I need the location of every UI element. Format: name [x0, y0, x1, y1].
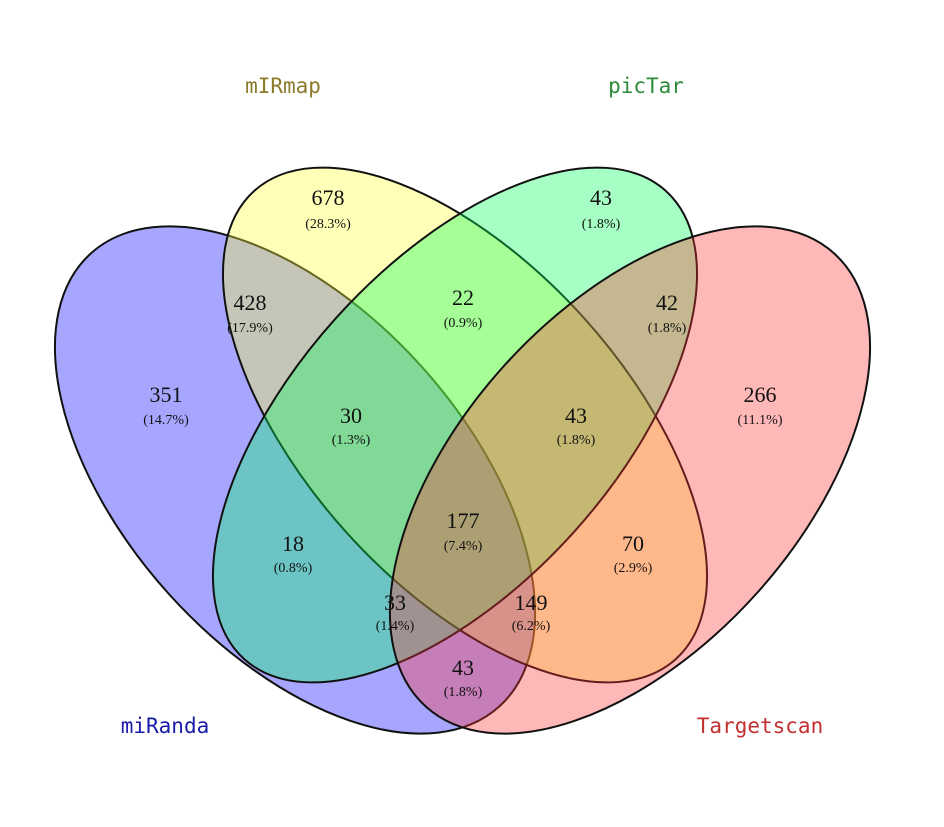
region-mirmap-targetscan: 70 (2.9%): [614, 531, 653, 576]
region-percent: (1.4%): [376, 619, 415, 634]
region-percent: (1.8%): [557, 433, 596, 448]
region-miranda-pictar-targetscan: 33 (1.4%): [376, 590, 415, 634]
region-percent: (17.9%): [227, 321, 273, 336]
region-percent: (28.3%): [305, 217, 351, 232]
region-percent: (0.8%): [274, 561, 313, 576]
ellipse-targetscan: [388, 225, 872, 735]
set-label-pictar: picTar: [608, 74, 684, 98]
region-percent: (1.8%): [582, 217, 621, 232]
region-count: 42: [656, 290, 678, 315]
region-percent: (2.9%): [614, 561, 653, 576]
region-percent: (1.8%): [648, 321, 687, 336]
region-percent: (1.3%): [332, 433, 371, 448]
region-targetscan-only: 266 (11.1%): [738, 382, 783, 428]
region-mirmap-pictar: 22 (0.9%): [444, 285, 483, 331]
region-count: 22: [452, 285, 474, 310]
region-percent: (0.9%): [444, 316, 483, 331]
region-count: 18: [282, 531, 304, 556]
region-count: 177: [447, 508, 480, 533]
region-miranda-targetscan: 43 (1.8%): [444, 655, 483, 700]
ellipse-mirmap: [221, 166, 709, 684]
ellipse-miranda: [53, 225, 537, 735]
set-label-targetscan: Targetscan: [697, 714, 823, 738]
region-count: 43: [452, 655, 474, 680]
region-percent: (1.8%): [444, 685, 483, 700]
region-percent: (6.2%): [512, 619, 551, 634]
region-count: 43: [565, 403, 587, 428]
region-miranda-mirmap-pictar: 30 (1.3%): [332, 403, 371, 448]
region-percent: (14.7%): [143, 413, 189, 428]
set-label-miranda: miRanda: [121, 714, 210, 738]
region-miranda-only: 351 (14.7%): [143, 382, 189, 428]
region-count: 33: [384, 590, 406, 615]
region-miranda-mirmap-targetscan: 149 (6.2%): [512, 590, 551, 634]
region-all-four: 177 (7.4%): [444, 508, 483, 554]
set-label-mirmap: mIRmap: [245, 74, 321, 98]
region-miranda-pictar: 18 (0.8%): [274, 531, 313, 576]
region-count: 149: [515, 590, 548, 615]
region-mirmap-pictar-targetscan: 43 (1.8%): [557, 403, 596, 448]
region-miranda-mirmap: 428 (17.9%): [227, 290, 273, 336]
region-count: 70: [622, 531, 644, 556]
region-count: 351: [150, 382, 183, 407]
region-mirmap-only: 678 (28.3%): [305, 185, 351, 232]
region-count: 678: [312, 185, 345, 210]
region-count: 30: [340, 403, 362, 428]
region-percent: (11.1%): [738, 413, 783, 428]
region-count: 43: [590, 185, 612, 210]
ellipse-pictar: [211, 166, 699, 684]
region-count: 428: [234, 290, 267, 315]
region-count: 266: [744, 382, 777, 407]
region-pictar-targetscan: 42 (1.8%): [648, 290, 687, 336]
region-pictar-only: 43 (1.8%): [582, 185, 621, 232]
region-percent: (7.4%): [444, 539, 483, 554]
